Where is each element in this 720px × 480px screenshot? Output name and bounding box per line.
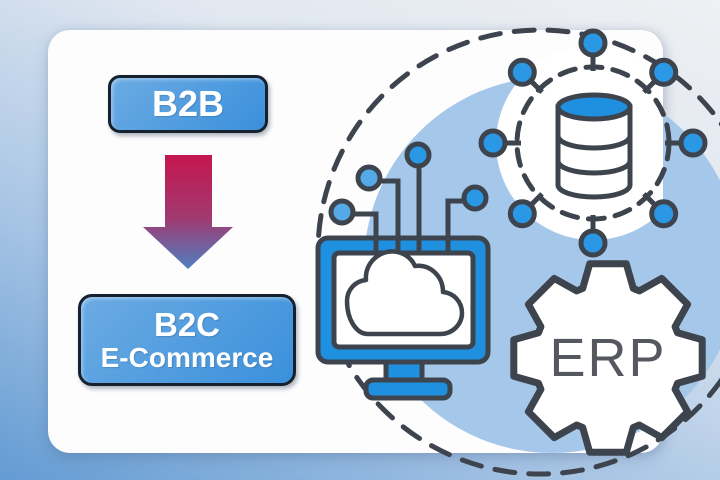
b2c-badge: B2C E-Commerce xyxy=(78,294,296,386)
b2c-label: B2C xyxy=(153,306,221,344)
network-node xyxy=(678,128,708,158)
b2c-subtitle: E-Commerce xyxy=(100,341,274,373)
b2b-label: B2B xyxy=(151,83,225,124)
b2b-badge: B2B xyxy=(108,75,268,133)
